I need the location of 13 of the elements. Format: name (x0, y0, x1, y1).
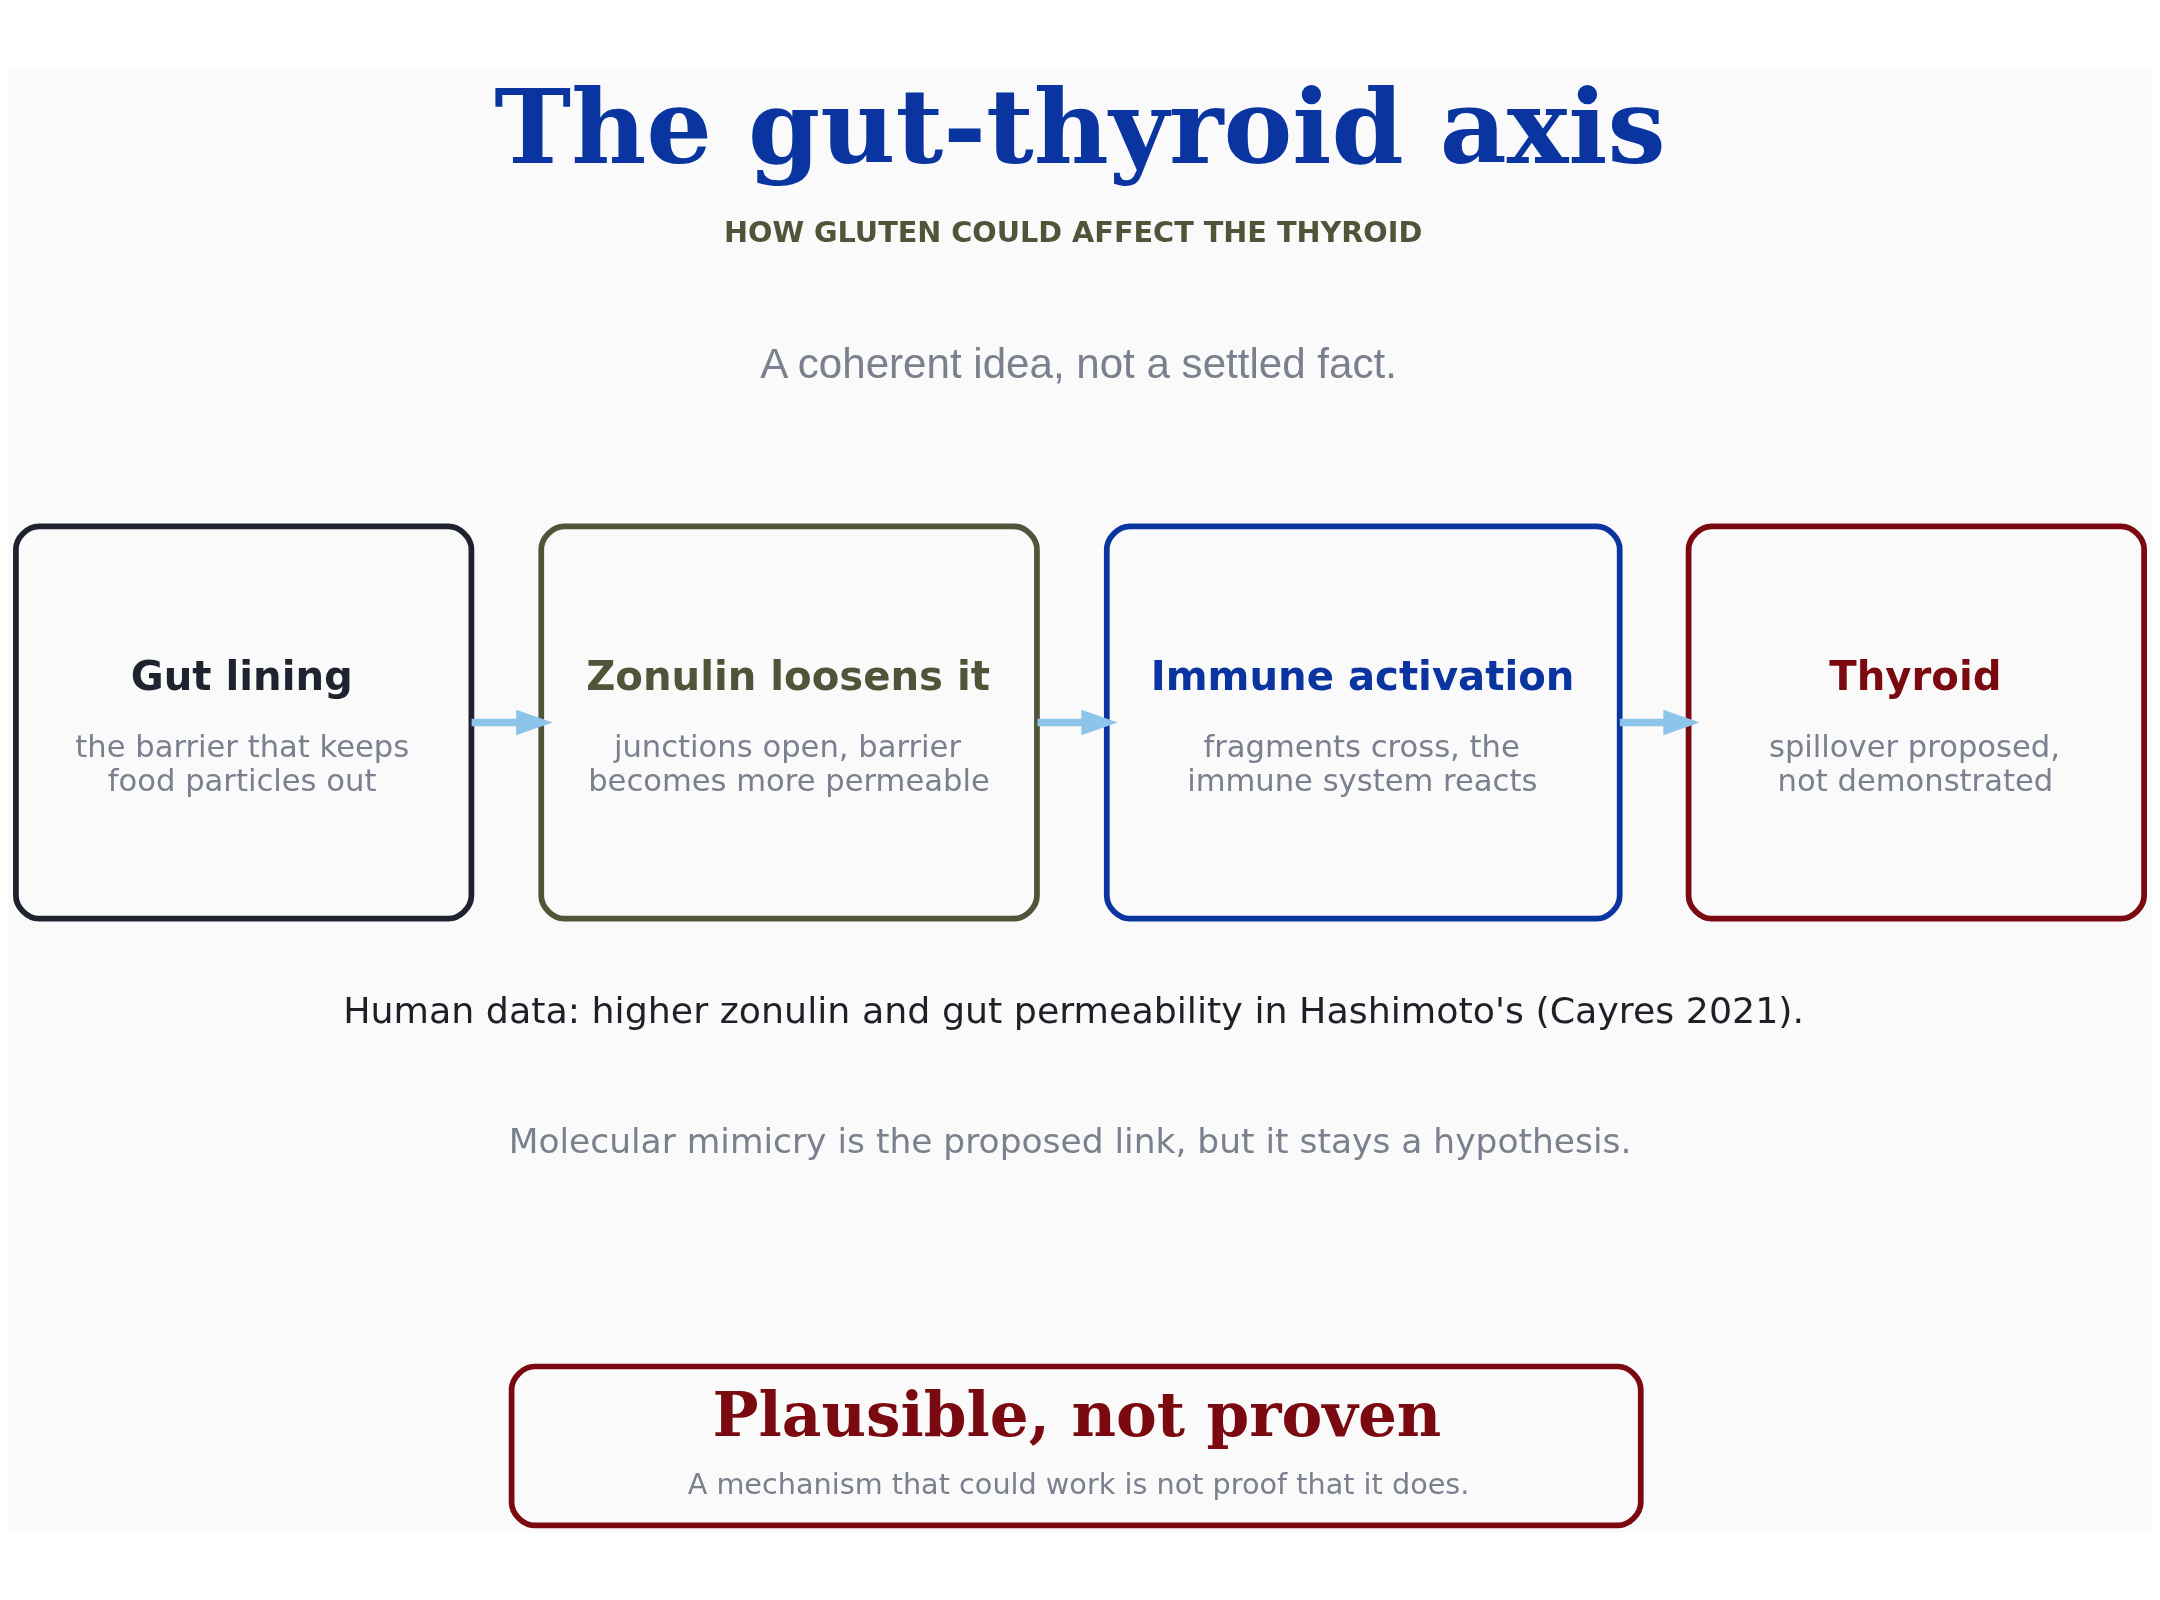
node-box: Plausible, not proven A mechanism that could work is not proof that it does. (508, 1363, 1644, 1529)
node-box: Zonulin loosens it junctions open, barrier becomes more permeable (538, 523, 1040, 922)
node-box: Immune activation fragments cross, the immune system reacts (1103, 523, 1623, 922)
label: HOW GLUTEN COULD AFFECT THE THYROID (724, 215, 1423, 250)
label: Molecular mimicry is the proposed link, but it stays a hypothesis. (508, 1120, 1632, 1161)
node-box: Gut lining the barrier that keeps food particles out (13, 523, 475, 922)
arrow (1037, 709, 1118, 736)
arrow (471, 709, 553, 736)
diagram-title: The gut-thyroid axis (494, 66, 1666, 188)
label: Human data: higher zonulin and gut permeability in Hashimoto's (Cayres 2021). (343, 989, 1805, 1033)
label: A coherent idea, not a settled fact. (760, 340, 1397, 388)
arrow (1619, 709, 1700, 736)
node-box: Thyroid spillover proposed, not demonstrated (1685, 523, 2147, 922)
